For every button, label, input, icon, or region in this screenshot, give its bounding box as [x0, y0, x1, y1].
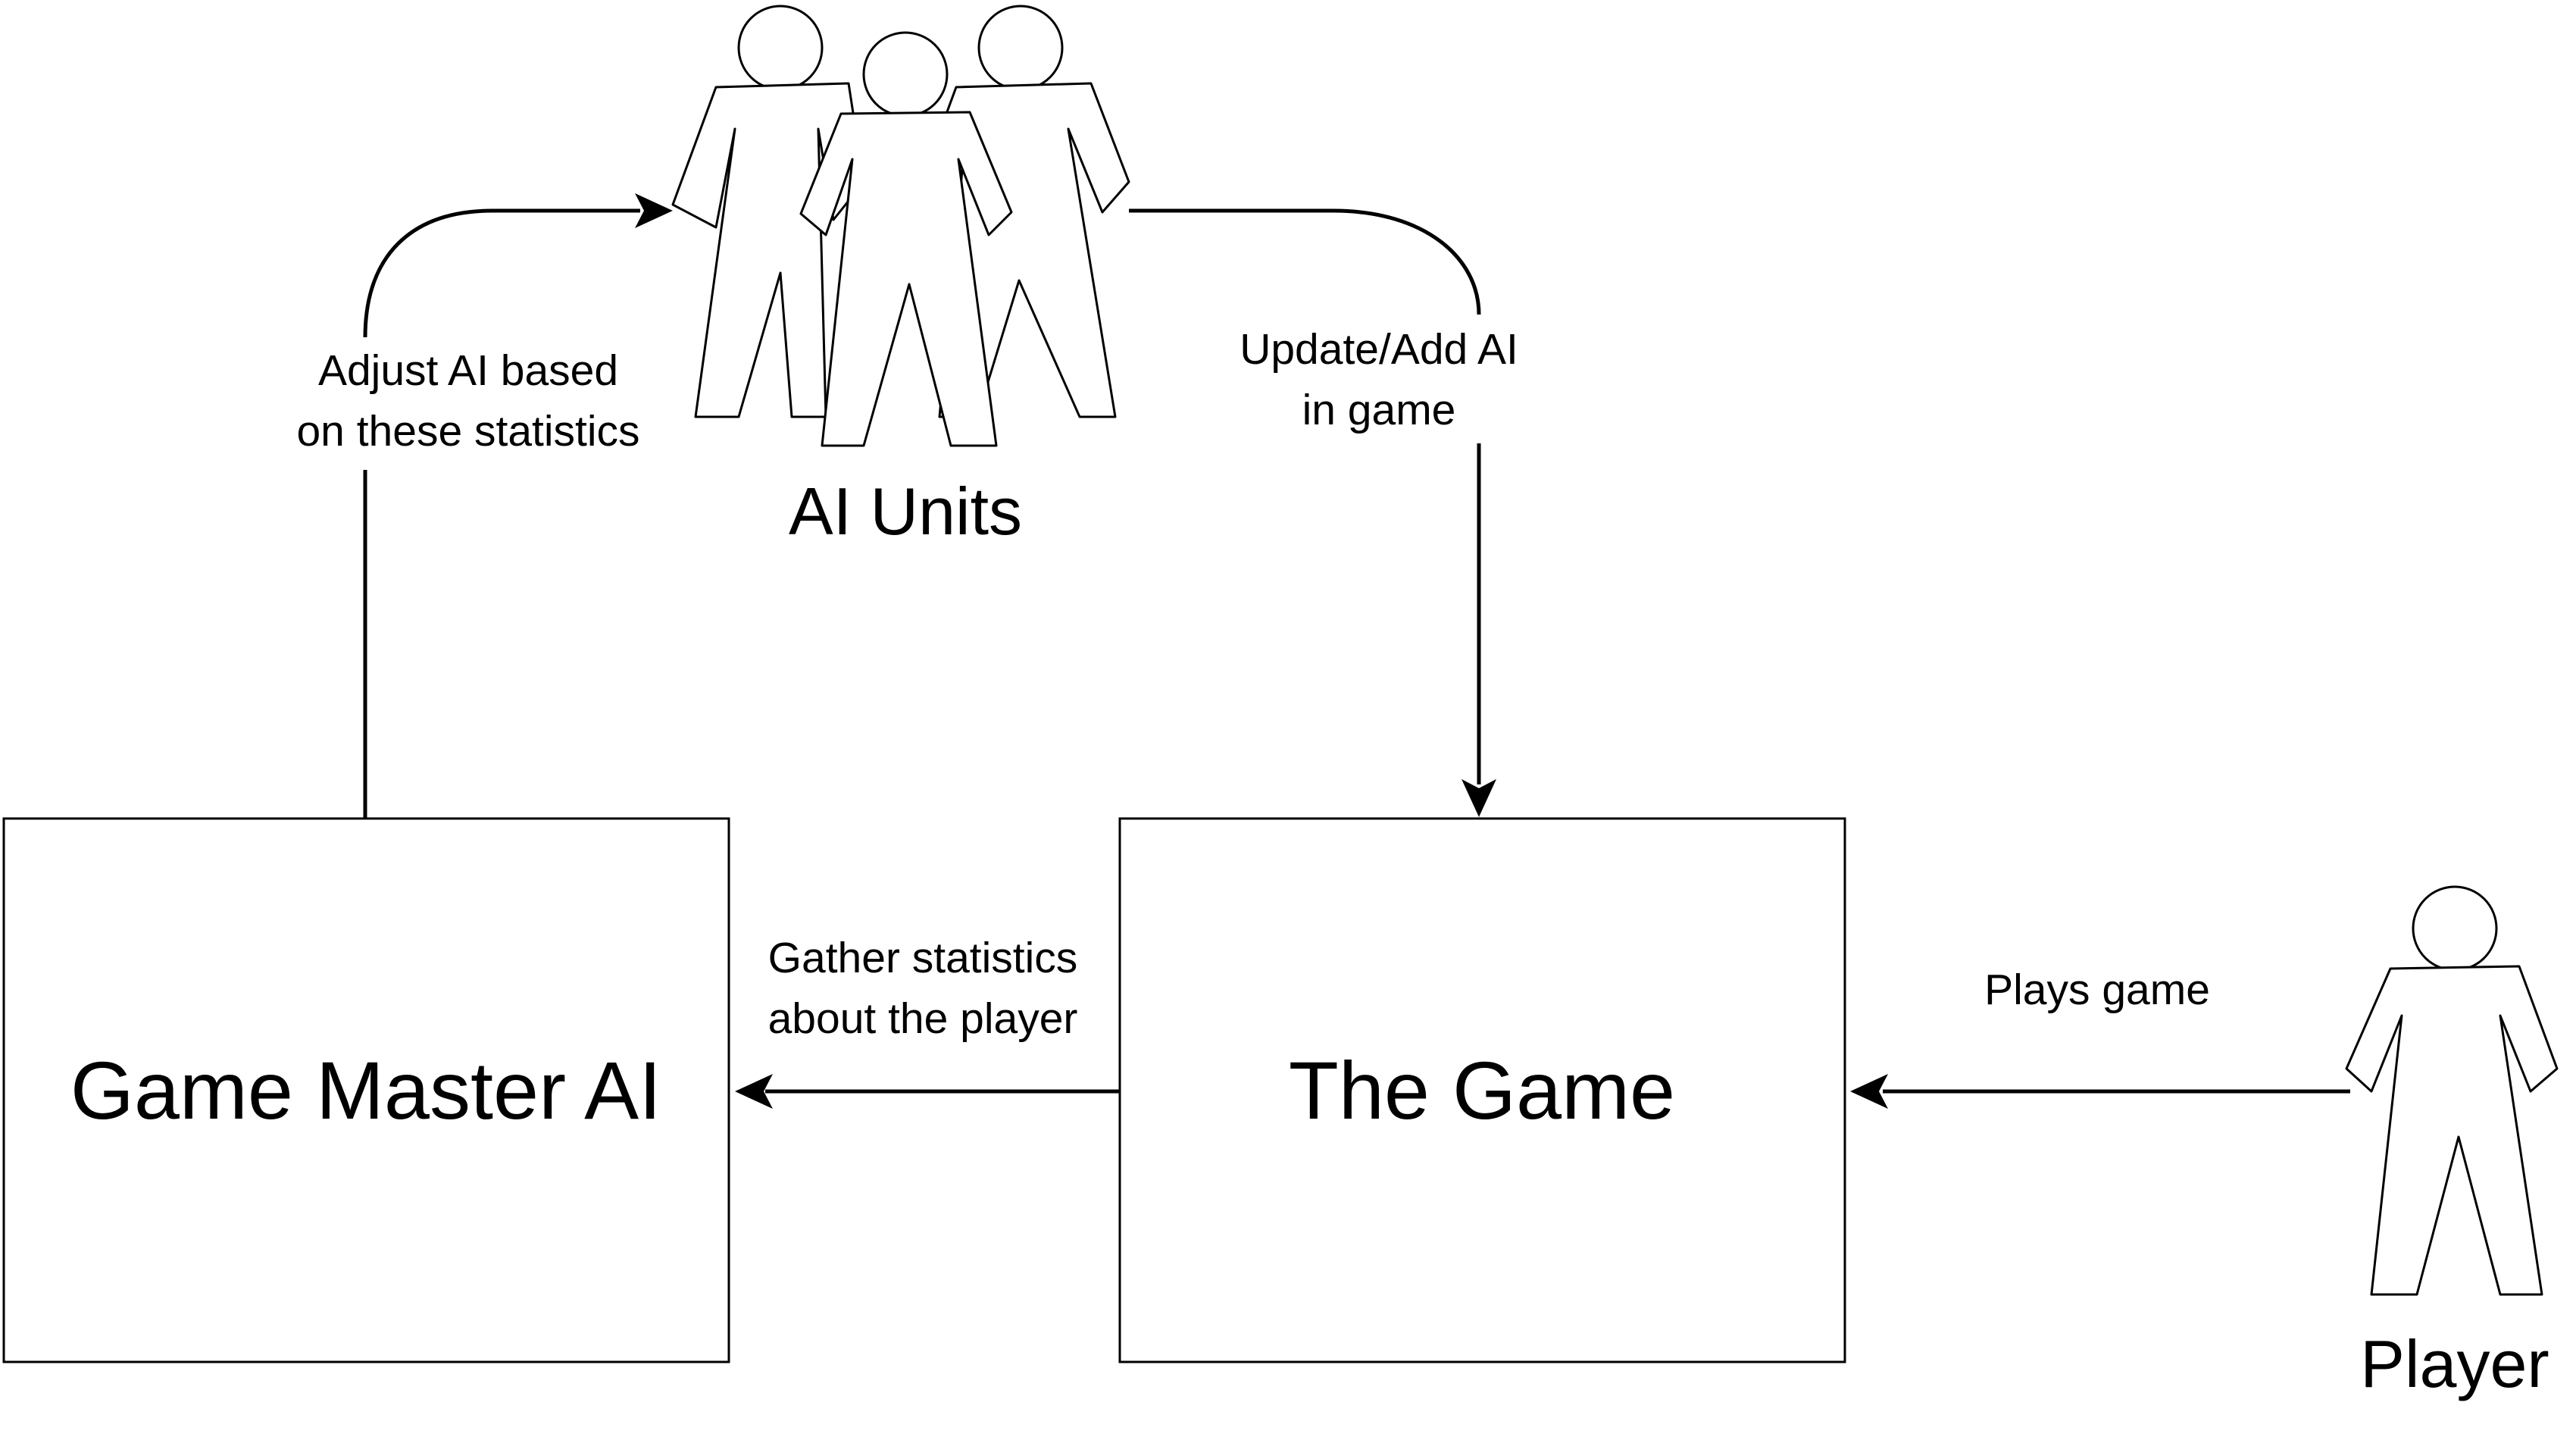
game-master-label: Game Master AI [70, 1044, 661, 1136]
the-game-node: The Game [1118, 817, 1846, 1363]
arrowhead-gather-stats [735, 1074, 773, 1109]
edge-adjust-ai-line [363, 208, 640, 819]
edge-gather-stats-label-line2: about the player [768, 994, 1078, 1043]
the-game-box [1118, 817, 1846, 1363]
the-game-label: The Game [1289, 1044, 1675, 1136]
edge-update-ai-label-line2: in game [1302, 386, 1456, 434]
arrowhead-update-ai [1462, 779, 1496, 817]
edge-plays-game-label: Plays game [1984, 966, 2210, 1014]
arrowhead-adjust-ai [635, 193, 673, 228]
arrowhead-plays-game [1850, 1074, 1888, 1109]
game-master-box [2, 817, 730, 1363]
edge-update-ai: Update/Add AI in game [1129, 208, 1518, 817]
player-figure [2345, 885, 2559, 1296]
edge-adjust-ai-label-line1: Adjust AI based [318, 346, 618, 395]
edge-update-ai-label-line1: Update/Add AI [1240, 325, 1518, 374]
edge-adjust-ai-label-line2: on these statistics [296, 407, 639, 455]
edge-update-ai-line [1129, 208, 1481, 784]
ai-units-actor: AI Units [671, 5, 1130, 549]
player-actor: Player [2345, 885, 2559, 1401]
ai-units-label: AI Units [789, 474, 1022, 549]
edge-adjust-ai: Adjust AI based on these statistics [296, 193, 673, 819]
player-label: Player [2360, 1326, 2549, 1401]
edge-gather-stats: Gather statistics about the player [735, 934, 1120, 1109]
edge-gather-stats-label-line1: Gather statistics [768, 934, 1078, 982]
game-master-node: Game Master AI [2, 817, 730, 1363]
ai-unit-figure-center [799, 31, 1013, 447]
edge-plays-game: Plays game [1850, 966, 2350, 1109]
